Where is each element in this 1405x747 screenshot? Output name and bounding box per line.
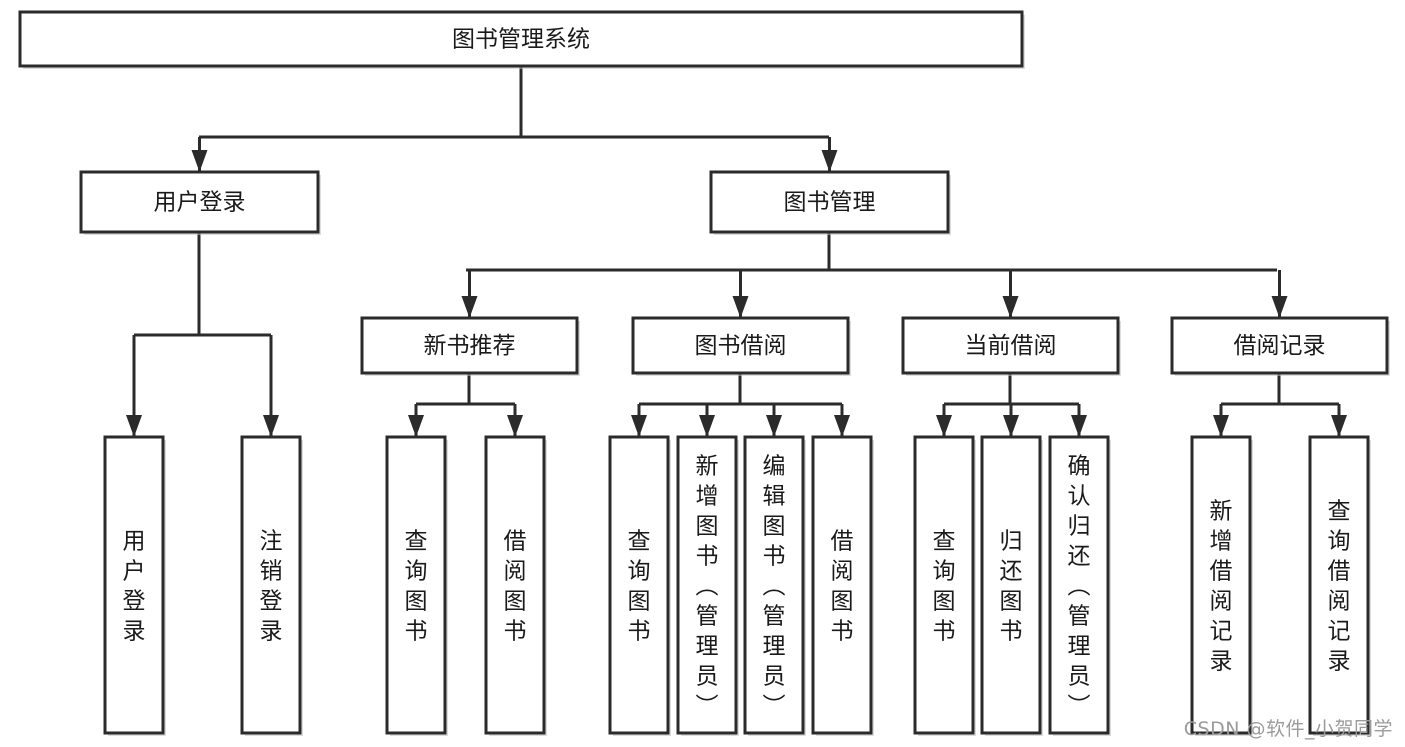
connector-group-bus-root — [199, 66, 829, 139]
node-label: 新增借阅记录 — [1210, 498, 1233, 674]
node-box[interactable] — [811, 435, 873, 735]
node-leaf-borrow-book-1[interactable]: 借阅图书 — [484, 435, 547, 736]
edge-borrow-to-leaf-borrow-book-2 — [834, 404, 850, 437]
node-label: 借阅图书 — [831, 528, 854, 644]
node-leaf-add-book[interactable]: 新增图书︵管理员︶ — [676, 435, 739, 736]
edge-current-to-leaf-query-book-3 — [936, 404, 952, 437]
node-label: 编辑图书︵管理员︶ — [763, 453, 786, 719]
node-label: 当前借阅 — [965, 333, 1057, 359]
node-box[interactable] — [1190, 435, 1252, 735]
edge-current-to-leaf-confirm-return — [1071, 404, 1087, 437]
node-leaf-user-login[interactable]: 用户登录 — [103, 435, 166, 736]
edge-bookmgmt-to-newbook — [461, 270, 478, 318]
node-leaf-borrow-book-2[interactable]: 借阅图书 — [811, 435, 874, 736]
node-box[interactable] — [913, 435, 975, 735]
node-label: 查询图书 — [405, 528, 428, 644]
node-current[interactable]: 当前借阅 — [901, 316, 1121, 376]
connector-group-bus-current — [944, 373, 1079, 406]
edge-bookmgmt-to-borrow — [732, 270, 749, 318]
node-box[interactable] — [18, 10, 1024, 68]
edge-newbook-to-leaf-borrow-book-1 — [507, 404, 523, 437]
node-leaf-query-book-3[interactable]: 查询图书 — [913, 435, 976, 736]
node-box[interactable] — [240, 435, 302, 735]
node-root[interactable]: 图书管理系统 — [18, 10, 1025, 69]
node-box[interactable] — [385, 435, 447, 735]
node-records[interactable]: 借阅记录 — [1170, 316, 1390, 376]
node-box[interactable] — [1048, 435, 1110, 735]
connector-layer — [126, 66, 1347, 437]
edge-root-to-bookmgmt — [821, 137, 838, 172]
edge-newbook-to-leaf-query-book-1 — [408, 404, 424, 437]
node-label: 用户登录 — [154, 190, 246, 216]
node-layer: 图书管理系统用户登录图书管理新书推荐图书借阅当前借阅借阅记录用户登录注销登录查询… — [18, 10, 1390, 736]
node-leaf-add-record[interactable]: 新增借阅记录 — [1190, 435, 1253, 736]
node-borrow[interactable]: 图书借阅 — [631, 316, 851, 376]
node-leaf-query-book-2[interactable]: 查询图书 — [608, 435, 671, 736]
edge-borrow-to-leaf-add-book — [699, 404, 715, 437]
node-leaf-logout[interactable]: 注销登录 — [240, 435, 303, 736]
edge-records-to-leaf-query-record — [1331, 404, 1347, 437]
node-leaf-edit-book[interactable]: 编辑图书︵管理员︶ — [743, 435, 806, 736]
node-label: 图书管理 — [784, 190, 876, 216]
node-login[interactable]: 用户登录 — [79, 170, 321, 235]
connector-group-bus-bookmgmt — [466, 232, 1277, 272]
node-bookmgmt[interactable]: 图书管理 — [709, 170, 951, 235]
node-label: 新书推荐 — [424, 333, 516, 359]
edge-login-to-leaf-logout — [263, 335, 279, 437]
node-label: 借阅图书 — [504, 528, 527, 644]
node-box[interactable] — [901, 316, 1120, 375]
node-box[interactable] — [631, 316, 850, 375]
node-box[interactable] — [980, 435, 1042, 735]
node-label: 图书借阅 — [695, 333, 787, 359]
edge-borrow-to-leaf-query-book-2 — [631, 404, 647, 437]
connector-group-bus-borrow — [639, 373, 842, 406]
node-box[interactable] — [709, 170, 950, 234]
node-leaf-return-book[interactable]: 归还图书 — [980, 435, 1043, 736]
node-box[interactable] — [676, 435, 738, 735]
node-newbook[interactable]: 新书推荐 — [360, 316, 580, 376]
edge-login-to-leaf-user-login — [126, 335, 142, 437]
edge-borrow-to-leaf-edit-book — [766, 404, 782, 437]
node-box[interactable] — [103, 435, 165, 735]
node-label: 用户登录 — [123, 528, 146, 644]
node-label: 图书管理系统 — [452, 27, 590, 53]
node-box[interactable] — [743, 435, 805, 735]
edge-bookmgmt-to-records — [1271, 270, 1288, 318]
connector-group-bus-records — [1221, 373, 1339, 406]
node-label: 借阅记录 — [1234, 333, 1326, 359]
edge-records-to-leaf-add-record — [1213, 404, 1229, 437]
node-label: 注销登录 — [260, 528, 283, 644]
edge-root-to-login — [191, 137, 208, 172]
node-label: 查询图书 — [628, 528, 651, 644]
node-label: 确认归还︵管理员︶ — [1068, 453, 1091, 719]
connector-group-bus-login — [134, 232, 271, 337]
connector-group-bus-newbook — [416, 373, 515, 406]
node-box[interactable] — [360, 316, 579, 375]
node-label: 新增图书︵管理员︶ — [696, 453, 719, 719]
node-leaf-query-book-1[interactable]: 查询图书 — [385, 435, 448, 736]
node-box[interactable] — [1170, 316, 1389, 375]
node-leaf-query-record[interactable]: 查询借阅记录 — [1308, 435, 1371, 736]
node-box[interactable] — [1308, 435, 1370, 735]
node-box[interactable] — [79, 170, 320, 234]
node-box[interactable] — [608, 435, 670, 735]
node-label: 归还图书 — [1000, 528, 1023, 644]
edge-bookmgmt-to-current — [1002, 270, 1019, 318]
node-label: 查询图书 — [933, 528, 956, 644]
edge-current-to-leaf-return-book — [1003, 404, 1019, 437]
node-leaf-confirm-return[interactable]: 确认归还︵管理员︶ — [1048, 435, 1111, 736]
node-box[interactable] — [484, 435, 546, 735]
node-label: 查询借阅记录 — [1328, 498, 1351, 674]
